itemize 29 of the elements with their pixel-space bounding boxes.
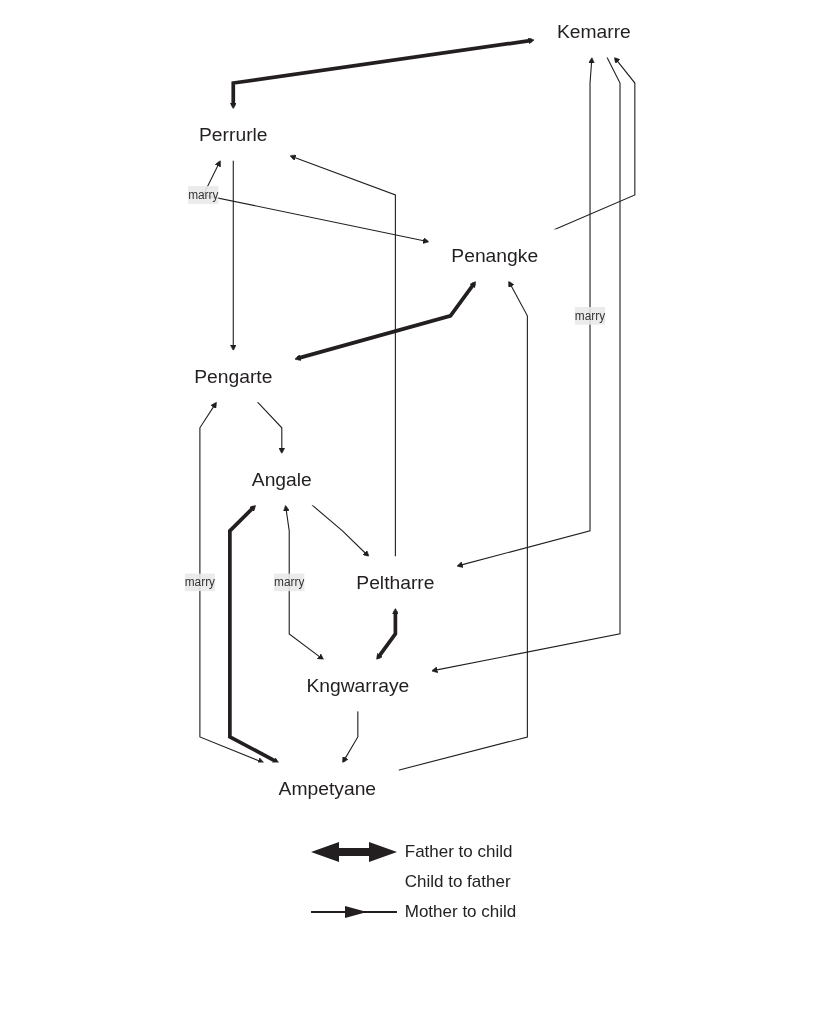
arrow <box>431 56 621 673</box>
node-text: Pengarte <box>194 364 273 388</box>
arrow <box>342 710 359 764</box>
edge-label: marry <box>184 575 216 589</box>
edge-label: marry <box>188 188 219 201</box>
legend-text: Mother to child <box>404 902 517 922</box>
arrow <box>256 401 286 455</box>
arrow <box>294 280 477 361</box>
node-text: Angale <box>251 467 312 491</box>
arrow <box>311 504 370 558</box>
node-text: Kemarre <box>556 20 631 43</box>
node-text: Penangke <box>451 243 539 267</box>
arrow <box>456 57 595 568</box>
arrow <box>289 154 396 558</box>
arrow <box>397 280 528 771</box>
arrow <box>199 401 265 764</box>
edge-label: marry <box>574 309 606 322</box>
node-text: Perrurle <box>198 123 268 146</box>
edge-label: marry <box>274 575 305 589</box>
arrow <box>230 37 535 110</box>
node-text: Kngwarraye <box>306 673 410 697</box>
arrow <box>283 504 325 661</box>
node-text: Peltharre <box>356 570 435 594</box>
node-text: Ampetyane <box>278 777 377 800</box>
arrow <box>228 504 280 764</box>
legend-text: Child to father <box>404 872 511 892</box>
legend-text: Father to child <box>404 842 513 862</box>
arrow <box>376 607 399 661</box>
arrow <box>230 159 237 351</box>
